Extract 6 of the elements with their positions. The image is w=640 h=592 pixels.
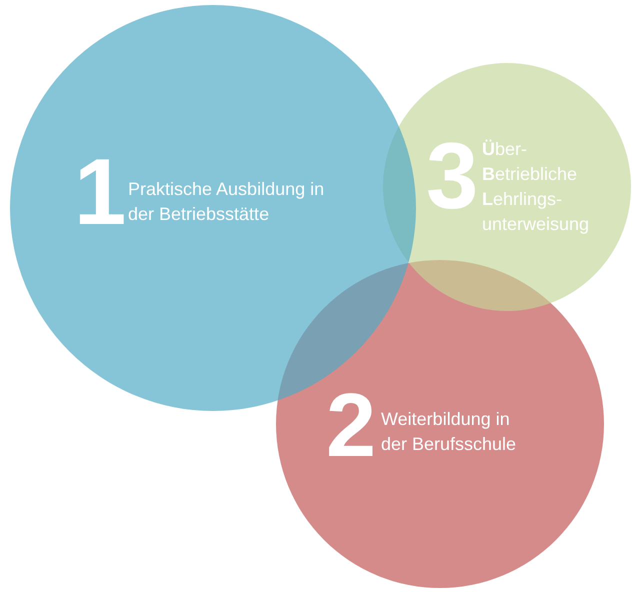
- step-number: 2: [326, 381, 376, 471]
- step-description: Praktische Ausbildung in der Betriebsstätte: [128, 178, 326, 226]
- step-number: 1: [74, 145, 126, 239]
- step-description: Über- Betriebliche Lehrlings- unterweisung: [482, 138, 590, 236]
- step-description: Weiterbildung in der Berufsschule: [381, 408, 518, 456]
- step-number: 3: [426, 129, 478, 223]
